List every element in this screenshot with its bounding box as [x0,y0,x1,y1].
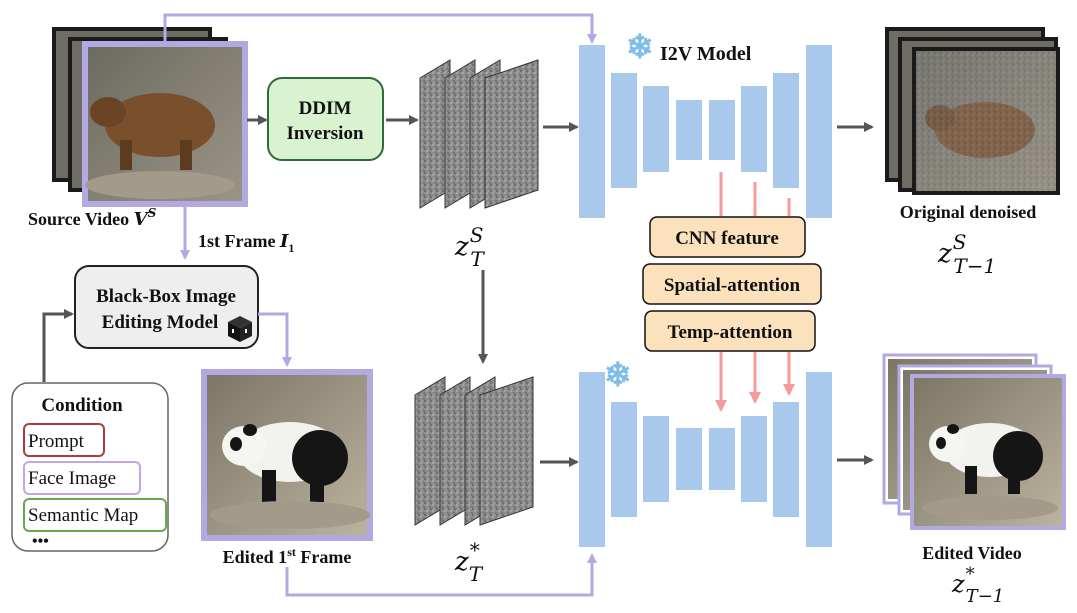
ddim-line1: DDIM [299,98,352,119]
condition-semantic-map: Semantic Map [28,505,138,526]
black-box-line2: Editing Model [102,312,219,333]
condition-face-box [23,461,141,495]
source-frame-image [82,41,248,207]
original-denoised-stack [885,27,1060,195]
condition-box: Condition Prompt Face Image Semantic Map… [11,382,169,552]
feature-label-spatial: Spatial-attention [664,275,801,296]
feature-boxes: CNN feature Spatial-attention Temp-atten… [642,216,822,352]
condition-prompt: Prompt [28,431,85,452]
i2v-unet-bottom [579,372,832,547]
feature-box-spatial [642,263,822,305]
source-latent-stack [419,59,539,209]
arrow-editor-to-edited-frame [258,312,292,367]
arrow-edited-frame-to-i2v [285,553,597,597]
condition-prompt-box [23,423,105,457]
i2v-unet-top [579,45,832,218]
source-video-stack [52,27,248,207]
injection-arrows [715,172,795,412]
arrow-condition-to-editor [42,309,74,382]
ddim-line2: Inversion [286,123,364,144]
black-box-line1: Black-Box Image [96,286,236,307]
source-video-label: Source Video VS [28,206,157,230]
edited-video-stack [882,353,1066,530]
black-box-editor: Black-Box Image Editing Model [74,265,259,349]
condition-semantic-box [23,498,167,532]
edited-latent-stack [414,376,534,526]
first-frame-label: 1st Frame I1 [198,231,294,255]
condition-more: ••• [32,533,49,550]
condition-face-image: Face Image [28,468,116,489]
snowflake-icon-bottom: ❄ [604,358,632,394]
original-denoised-label: Original denoised [900,202,1037,222]
condition-title: Condition [41,395,123,416]
snowflake-icon-top: ❄ [626,30,654,66]
edited-frame-image [201,369,373,541]
edited-latent-label: z*T [454,538,484,586]
package-icon [228,316,252,342]
ddim-inversion-box: DDIM Inversion [267,77,384,161]
feature-box-temporal [644,310,816,352]
feature-box-cnn [649,216,806,258]
edited-video-label: Edited Video [922,543,1022,563]
edited-video-symbol: z*T−1 [951,564,1004,607]
edited-frame-label: Edited 1st Frame [223,545,352,567]
arrow-source-to-i2v [163,13,597,44]
feature-label-temporal: Temp-attention [668,322,793,343]
feature-label-cnn: CNN feature [675,228,779,249]
i2v-model-label: I2V Model [660,43,752,65]
